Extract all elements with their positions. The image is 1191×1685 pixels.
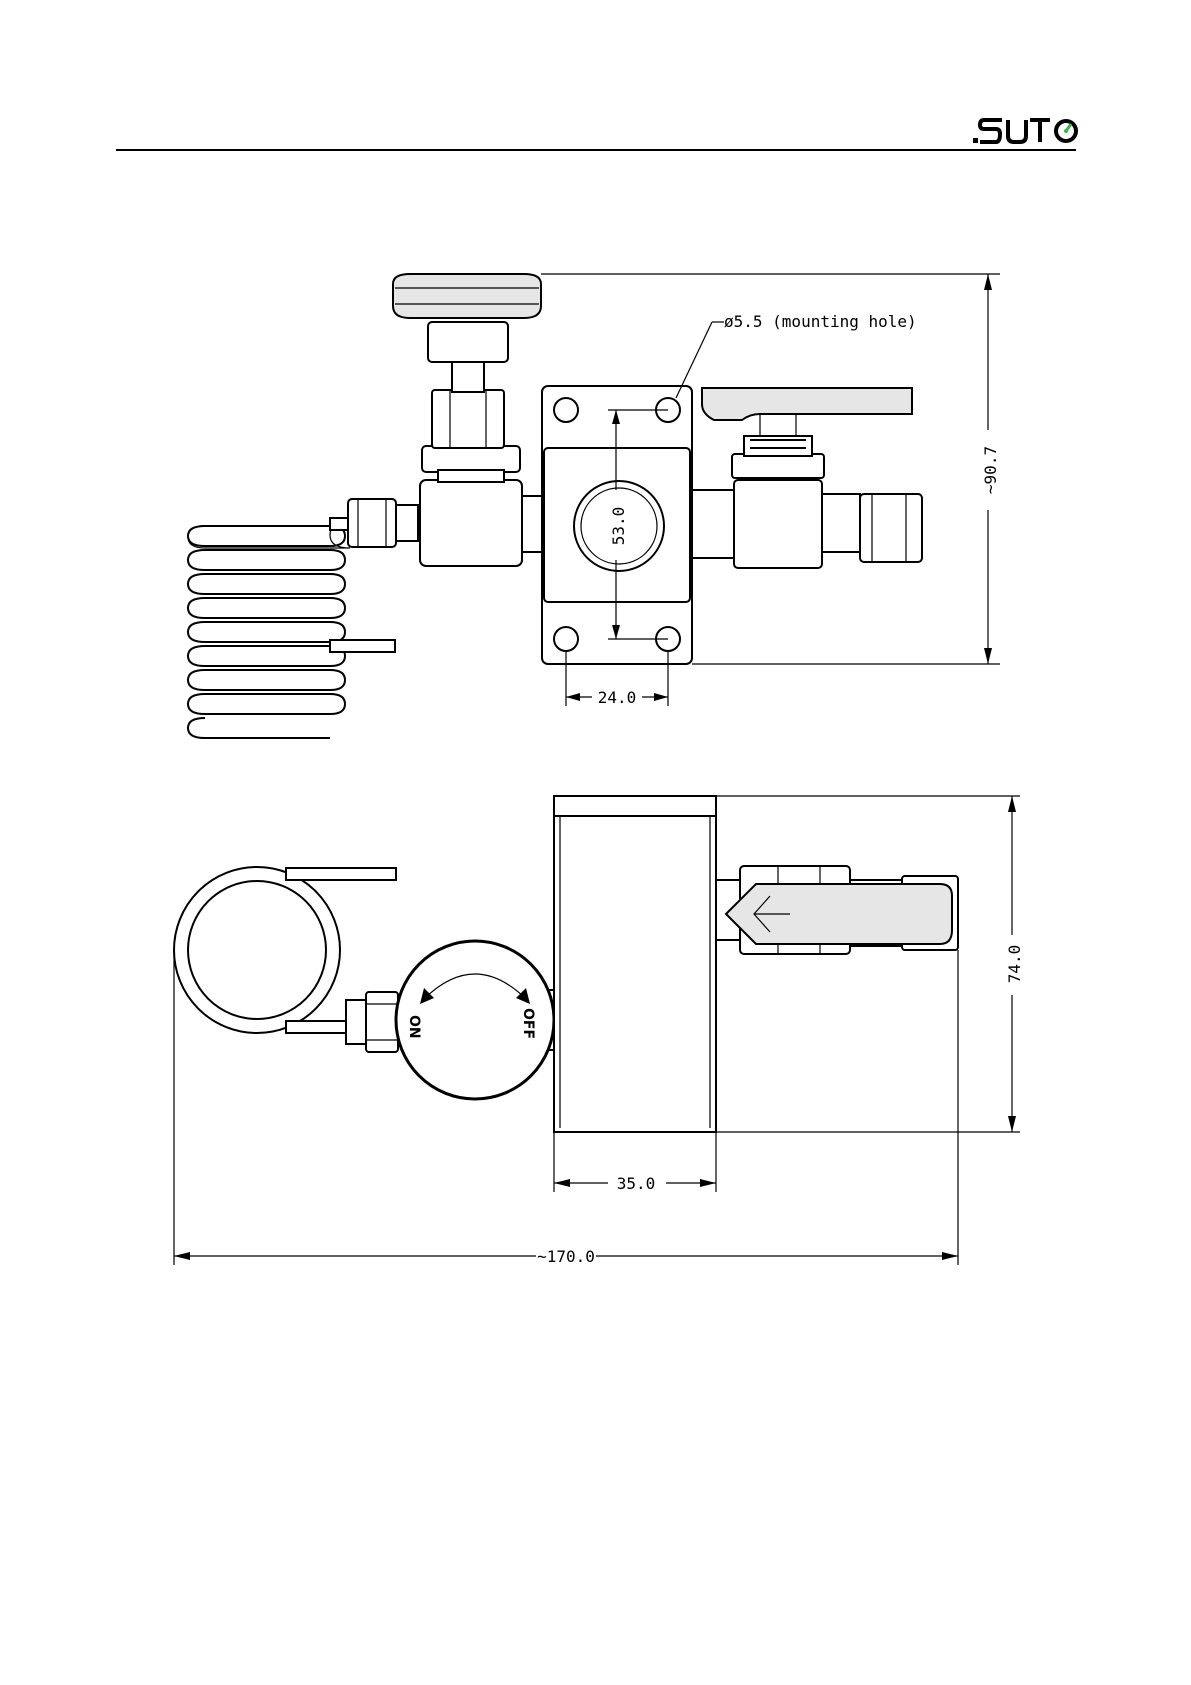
right-ball-valve xyxy=(692,388,922,568)
side-ball-valve xyxy=(716,866,958,954)
dim-label-35: 35.0 xyxy=(617,1174,656,1193)
coil-tube xyxy=(188,518,395,738)
side-inlet-fitting xyxy=(346,992,398,1052)
knob-label-off: OFF xyxy=(520,1008,536,1039)
dim-height-side-view: 74.0 xyxy=(716,796,1024,1132)
dim-block-width: 35.0 xyxy=(554,1132,716,1193)
mounting-hole-top-left xyxy=(554,398,578,422)
left-valve-handle xyxy=(393,274,541,448)
callout-mounting-hole: ø5.5 (mounting hole) xyxy=(676,312,917,398)
mounting-hole-bottom-left xyxy=(554,627,578,651)
callout-label-mounting-hole: ø5.5 (mounting hole) xyxy=(724,312,917,331)
left-inlet-fitting xyxy=(348,499,418,547)
dim-label-24: 24.0 xyxy=(598,688,637,707)
dim-label-170: ~170.0 xyxy=(537,1247,595,1266)
side-block xyxy=(554,796,716,1132)
dim-label-53: 53.0 xyxy=(609,507,628,546)
on-off-knob: ON OFF xyxy=(396,941,554,1099)
side-view: ON OFF 74.0 xyxy=(174,796,1024,1266)
left-valve-body xyxy=(420,446,542,566)
dim-label-74: 74.0 xyxy=(1005,945,1024,984)
dim-label-height-90: ~90.7 xyxy=(981,446,1000,494)
top-view: ~90.7 53.0 24.0 ø5.5 (mounting hole) xyxy=(188,274,1000,738)
knob-label-on: ON xyxy=(406,1015,422,1039)
